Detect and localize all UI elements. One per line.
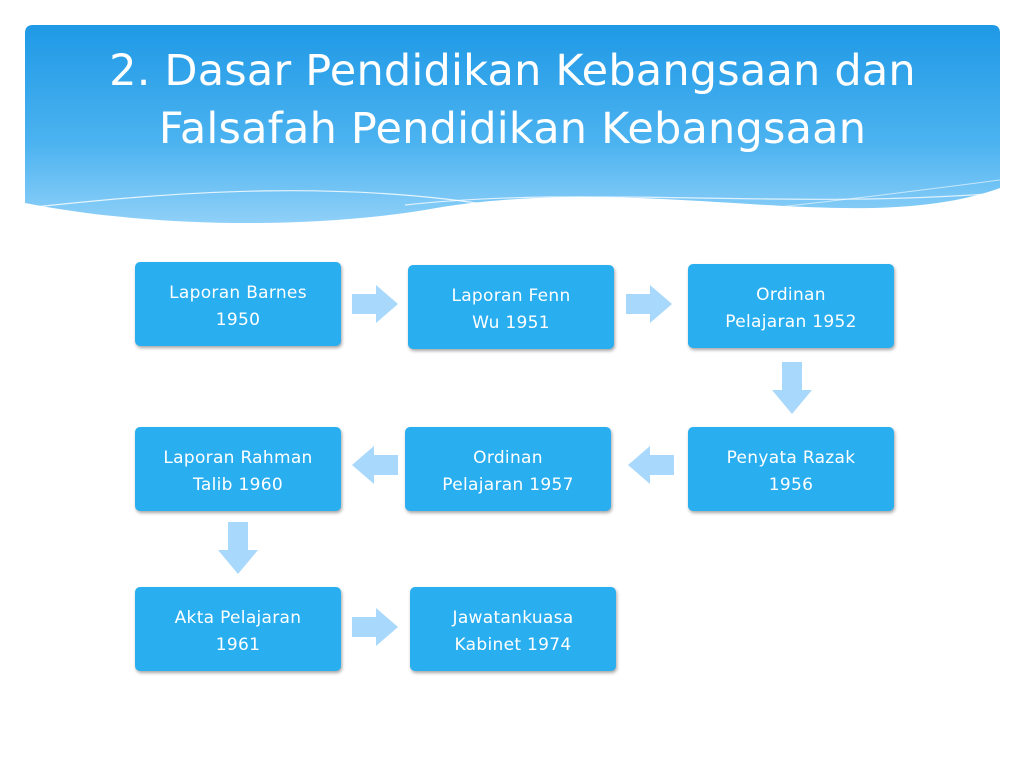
title-banner <box>25 25 1000 240</box>
arrow-right-icon <box>352 608 398 646</box>
banner-background <box>25 25 1000 226</box>
step-box-ordinan-1952: Ordinan Pelajaran 1952 <box>688 264 894 348</box>
arrow-down-icon <box>218 522 258 574</box>
step-box-fenn-wu: Laporan Fenn Wu 1951 <box>408 265 614 349</box>
arrow-left-icon <box>352 446 398 484</box>
arrow-down-icon <box>772 362 812 414</box>
step-box-ordinan-1957: Ordinan Pelajaran 1957 <box>405 427 611 511</box>
step-box-jawatankuasa-1974: Jawatankuasa Kabinet 1974 <box>410 587 616 671</box>
step-box-akta-1961: Akta Pelajaran 1961 <box>135 587 341 671</box>
arrow-right-icon <box>626 285 672 323</box>
step-box-rahman-talib: Laporan Rahman Talib 1960 <box>135 427 341 511</box>
step-box-barnes: Laporan Barnes 1950 <box>135 262 341 346</box>
arrow-left-icon <box>628 446 674 484</box>
arrow-right-icon <box>352 285 398 323</box>
step-box-razak: Penyata Razak 1956 <box>688 427 894 511</box>
slide-title: 2. Dasar Pendidikan Kebangsaan dan Falsa… <box>109 46 916 154</box>
